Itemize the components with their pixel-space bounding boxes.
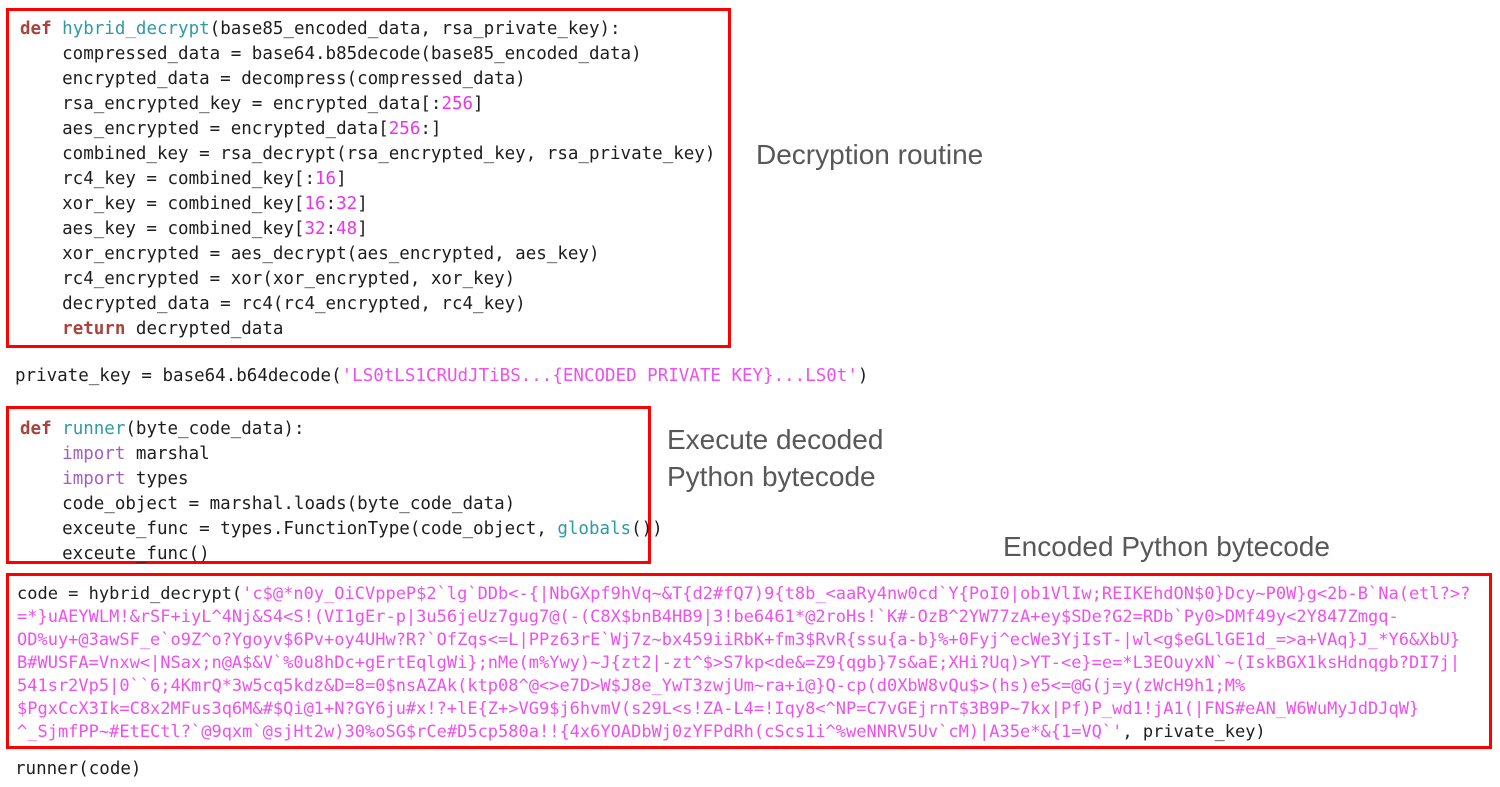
- code-line: aes_encrypted = encrypted_data[256:]: [20, 119, 442, 139]
- code-line: def hybrid_decrypt(base85_encoded_data, …: [20, 19, 621, 39]
- annotation-execute-line2: Python bytecode: [667, 461, 876, 492]
- annotation-execute-bytecode: Execute decoded Python bytecode: [667, 421, 883, 495]
- code-line: $PgxCcX3Ik=C8x2MFus3q6M&#$Qi@1+N?GY6ju#x…: [17, 699, 1420, 719]
- annotation-decryption-routine: Decryption routine: [756, 139, 984, 170]
- code-line: xor_encrypted = aes_decrypt(aes_encrypte…: [20, 244, 600, 264]
- code-line: OD%uy+@3awSF_e`o9Z^o?Ygoyv$6Pv+oy4UHw?R?…: [17, 630, 1461, 650]
- code-block-decrypt-function: def hybrid_decrypt(base85_encoded_data, …: [6, 8, 731, 348]
- code-line: import types: [62, 469, 189, 489]
- code-line: aes_key = combined_key[32:48]: [20, 219, 368, 239]
- code-line: rc4_encrypted = xor(xor_encrypted, xor_k…: [20, 269, 516, 289]
- code-line: rsa_encrypted_key = encrypted_data[:256]: [20, 94, 484, 114]
- code-line: =*}uAEYWLM!&rSF+iyL^4Nj&S4<S!(VI1gEr-p|3…: [17, 607, 1399, 627]
- code-line: combined_key = rsa_decrypt(rsa_encrypted…: [20, 144, 716, 164]
- code-line: import marshal: [62, 444, 210, 464]
- code-line: compressed_data = base64.b85decode(base8…: [20, 44, 642, 64]
- code-line: return decrypted_data: [62, 319, 284, 339]
- code-block-encoded-payload: code = hybrid_decrypt('c$@*n0y_OiCVppeP$…: [6, 573, 1492, 749]
- code-line: ^_SjmfPP~#EtECtl?`@9qxm`@sjHt2w)30%oSG$r…: [17, 722, 1266, 742]
- code-line: B#WUSFA=Vnxw<|NSax;n@A$&V`%0u8hDc+gErtEq…: [17, 653, 1461, 673]
- code-line-runner-call: runner(code): [15, 757, 141, 782]
- code-line: code = hybrid_decrypt('c$@*n0y_OiCVppeP$…: [17, 584, 1471, 604]
- annotation-encoded-bytecode: Encoded Python bytecode: [1003, 531, 1330, 562]
- code-line: runner(code): [15, 759, 142, 779]
- code-line: encrypted_data = decompress(compressed_d…: [20, 69, 526, 89]
- code-line: code_object = marshal.loads(byte_code_da…: [20, 494, 516, 514]
- code-line: private_key = base64.b64decode('LS0tLS1C…: [15, 366, 869, 386]
- annotation-execute-line1: Execute decoded: [667, 424, 884, 455]
- code-line: decrypted_data = rc4(rc4_encrypted, rc4_…: [20, 294, 526, 314]
- code-line: 541sr2Vp5|0``6;4KmrQ*3w5cq5kdz&D=8=0$nsA…: [17, 676, 1246, 696]
- code-line: rc4_key = combined_key[:16]: [20, 169, 347, 189]
- code-line: def runner(byte_code_data):: [20, 419, 305, 439]
- code-line-private-key: private_key = base64.b64decode('LS0tLS1C…: [15, 364, 868, 389]
- code-line: exceute_func = types.FunctionType(code_o…: [20, 519, 663, 539]
- code-line: xor_key = combined_key[16:32]: [20, 194, 368, 214]
- code-line: exceute_func(): [20, 544, 210, 564]
- code-block-runner-function: def runner(byte_code_data): import marsh…: [6, 406, 663, 564]
